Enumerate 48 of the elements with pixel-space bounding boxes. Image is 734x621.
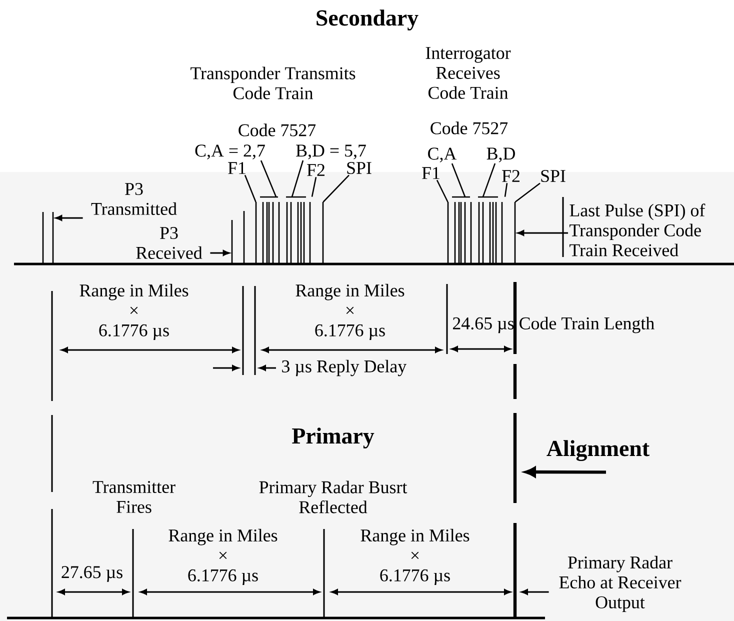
annotation: C,A = 2,7 bbox=[195, 144, 265, 160]
annotation: SPI bbox=[541, 170, 566, 182]
annotation: Interrogator Receives Code Train bbox=[426, 47, 511, 99]
annotation: Primary Radar Echo at Receiver Output bbox=[559, 556, 682, 612]
code-train-drawing bbox=[255, 196, 324, 265]
annotation: Last Pulse (SPI) of Transponder Code Train Received bbox=[570, 204, 706, 256]
dimension-label: Range in Miles × 6.1776 µs bbox=[296, 284, 404, 340]
annotation: Alignment bbox=[546, 440, 650, 462]
arrow bbox=[210, 250, 230, 256]
annotation: P3 Received bbox=[136, 227, 202, 259]
pulse-pair-drawing bbox=[42, 211, 54, 265]
leader-line bbox=[504, 183, 508, 197]
annotation: 24.65 µs Code Train Length bbox=[452, 316, 654, 334]
leader-line bbox=[291, 160, 304, 197]
dimension-label: Range in Miles × 6.1776 µs bbox=[360, 528, 470, 586]
annotation: F2 bbox=[307, 164, 324, 176]
annotation: 27.65 µs bbox=[62, 566, 122, 582]
annotation: F1 bbox=[422, 167, 440, 179]
leader-line bbox=[514, 182, 540, 203]
annotation: F2 bbox=[502, 170, 520, 182]
dimension-label: Range in Miles × 6.1776 µs bbox=[168, 528, 278, 586]
leader-line bbox=[482, 163, 496, 198]
annotation: Transmitter Fires bbox=[92, 481, 176, 513]
arrow bbox=[517, 230, 568, 236]
pulse-pair-drawing bbox=[231, 210, 245, 265]
code-train-drawing bbox=[447, 196, 516, 265]
annotation: Transponder Transmits Code Train bbox=[190, 66, 356, 100]
dimension-label: Range in Miles × 6.1776 µs bbox=[80, 284, 188, 340]
section-heading: Primary bbox=[292, 428, 374, 448]
leader-line bbox=[260, 160, 277, 198]
arrow bbox=[55, 215, 83, 221]
annotation: B,D = 5,7 bbox=[296, 144, 366, 160]
annotation: F1 bbox=[228, 162, 246, 174]
annotation: P3 Transmitted bbox=[91, 183, 177, 215]
annotation: C,A bbox=[428, 148, 457, 162]
leader-line bbox=[322, 174, 350, 202]
leader-line bbox=[244, 174, 256, 202]
annotation: Code 7527 bbox=[430, 122, 508, 134]
annotation: SPI bbox=[347, 162, 372, 174]
annotation: 3 µs Reply Delay bbox=[282, 360, 407, 376]
title: Secondary bbox=[316, 10, 418, 30]
leader-line bbox=[451, 163, 466, 198]
leader-line bbox=[311, 177, 317, 197]
annotation: Primary Radar Busrt Reflected bbox=[259, 480, 408, 514]
arrow bbox=[521, 589, 549, 595]
leader-line bbox=[436, 180, 448, 202]
annotation: B,D bbox=[486, 148, 515, 162]
annotation: Code 7527 bbox=[238, 124, 316, 136]
